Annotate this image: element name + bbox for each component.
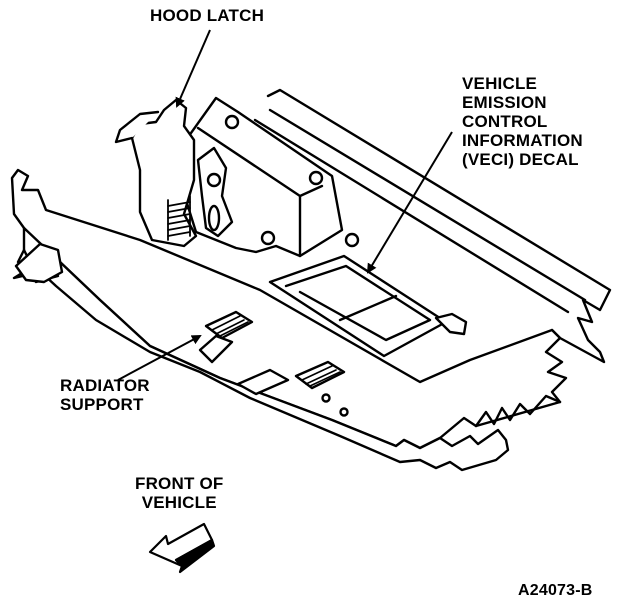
hood-latch-leader — [175, 29, 211, 108]
radiator-support-label: RADIATOR SUPPORT — [60, 376, 150, 414]
radiator-support-front-face — [22, 226, 510, 472]
bracket-bolt-3 — [344, 232, 360, 248]
rear-flange-edge-2 — [253, 118, 570, 314]
arrow-down-left-icon — [148, 522, 216, 574]
leader-lines — [117, 29, 453, 381]
decal-clip — [434, 312, 468, 336]
veci-label-line-5: (VECI) DECAL — [462, 150, 579, 169]
center-clip-1 — [198, 310, 254, 364]
radiator-support-assembly — [10, 88, 612, 472]
hood-latch-lever — [196, 146, 234, 238]
hood-latch-hook — [114, 110, 160, 144]
radiator-label-line-1: RADIATOR — [60, 376, 150, 395]
front-of-vehicle-label: FRONT OF VEHICLE — [135, 474, 223, 512]
latch-spring — [167, 195, 191, 241]
radiator-support-leader — [117, 335, 202, 381]
left-mounting-tab — [14, 242, 64, 284]
veci-label-line-2: EMISSION — [462, 93, 547, 112]
veci-decal-label: VEHICLE EMISSION CONTROL INFORMATION (VE… — [462, 74, 583, 169]
rear-flange-edge — [268, 108, 587, 302]
latch-pivot — [206, 172, 222, 188]
bracket-bolt-2 — [308, 170, 324, 186]
veci-decal-leader — [366, 131, 453, 274]
veci-decal-divider — [338, 294, 398, 322]
veci-decal-inner — [284, 264, 432, 342]
veci-label-line-1: VEHICLE — [462, 74, 538, 93]
bracket-bolt-1 — [224, 114, 240, 130]
veci-label-line-3: CONTROL — [462, 112, 548, 131]
figure-code: A24073-B — [518, 582, 593, 599]
front-label-line-2: VEHICLE — [141, 493, 217, 512]
right-cut-edge — [474, 394, 562, 428]
latch-slot — [207, 204, 221, 232]
rear-flange — [266, 88, 612, 364]
veci-label-line-4: INFORMATION — [462, 131, 583, 150]
hood-latch-label: HOOD LATCH — [150, 6, 265, 25]
front-label-line-1: FRONT OF — [135, 474, 224, 493]
center-clip-2 — [236, 360, 349, 417]
bracket-bolt-4 — [260, 230, 276, 246]
radiator-label-line-2: SUPPORT — [60, 395, 144, 414]
